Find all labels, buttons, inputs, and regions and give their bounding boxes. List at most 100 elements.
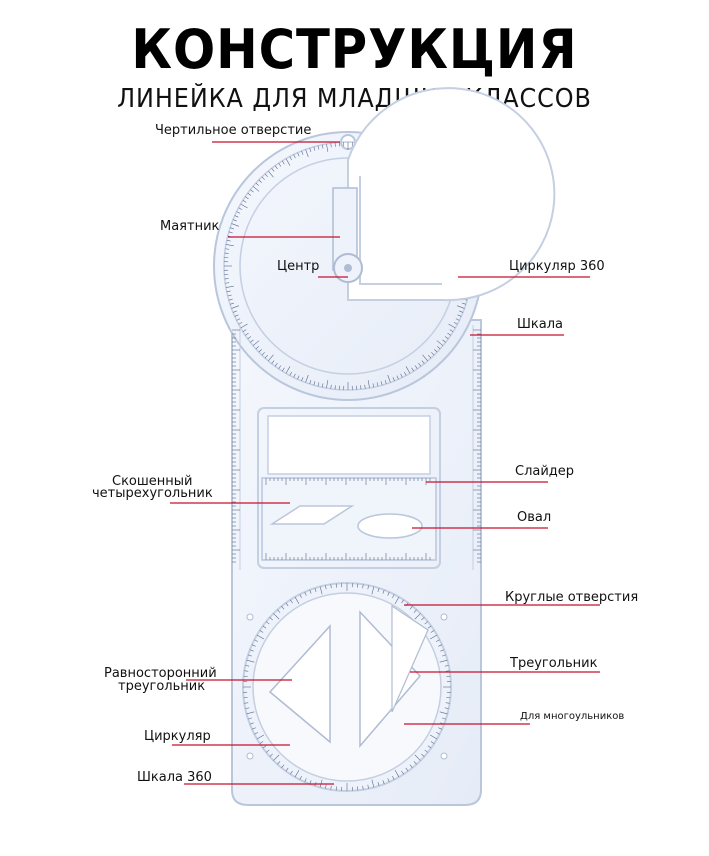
scale-tick: [232, 219, 237, 222]
scale-tick: [247, 192, 252, 196]
round-hole: [440, 613, 448, 621]
scale-tick: [326, 380, 329, 389]
label-drawing-hole: Чертильное отверстие: [155, 123, 312, 138]
scale-tick: [418, 362, 422, 367]
scale-tick: [413, 761, 417, 765]
scale-tick: [414, 613, 421, 620]
scale-tick: [434, 349, 438, 353]
scale-tick: [242, 200, 247, 203]
scale-tick: [456, 305, 465, 309]
label-scale: Шкала: [517, 317, 563, 332]
skewed-quadrilateral: [269, 505, 355, 525]
scale-tick: [436, 340, 444, 346]
scale-tick: [427, 745, 432, 749]
scale-tick: [444, 336, 449, 340]
scale-tick: [293, 373, 296, 378]
round-hole: [246, 613, 254, 621]
scale-tick: [245, 332, 249, 336]
scale-tick: [269, 753, 273, 757]
scale-tick: [289, 371, 292, 376]
slider-frame: [257, 407, 441, 569]
scale-tick: [304, 778, 307, 783]
scale-tick: [244, 670, 249, 672]
scale-tick: [414, 754, 421, 761]
scale-tick: [330, 785, 332, 790]
scale-tick: [330, 384, 332, 389]
scale-tick: [274, 165, 278, 170]
scale-tick: [269, 617, 273, 621]
scale-tick: [414, 365, 418, 369]
scale-tick: [314, 587, 317, 592]
scale-tick: [264, 354, 268, 359]
scale-tick: [325, 585, 327, 590]
scale-tick: [387, 778, 390, 783]
scale-tick: [246, 659, 255, 663]
scale-tick: [249, 722, 254, 725]
scale-tick: [427, 625, 432, 629]
pendulum-window: [347, 87, 556, 302]
scale-tick: [240, 323, 248, 329]
scale-tick: [259, 630, 264, 633]
scale-tick: [459, 310, 464, 313]
scale-tick: [297, 152, 300, 157]
scale-tick: [245, 665, 250, 667]
label-oval: Овал: [517, 510, 552, 525]
scale-tick: [364, 384, 366, 389]
scale-tick: [249, 649, 254, 652]
scale-tick: [367, 784, 369, 789]
scale-tick: [227, 294, 232, 297]
scale-tick: [264, 173, 268, 178]
scale-tick: [282, 160, 285, 165]
scale-tick: [261, 352, 265, 356]
scale-tick: [247, 717, 252, 720]
scale-tick: [457, 314, 462, 317]
scale-tick: [440, 649, 445, 652]
label-equilateral-line1: Равносторонний: [104, 666, 217, 681]
scale-tick: [394, 769, 400, 778]
scale-tick: [421, 617, 425, 621]
right-triangle: [359, 610, 422, 749]
scale-tick: [238, 322, 243, 325]
scale-tick: [362, 584, 364, 589]
scale-tick: [245, 196, 249, 200]
scale-tick: [382, 589, 385, 594]
scale-tick: [251, 644, 256, 647]
scale-tick: [376, 382, 379, 387]
label-slider: Слайдер: [515, 464, 575, 479]
scale-tick: [377, 782, 380, 787]
scale-tick: [252, 186, 260, 192]
scale-tick: [240, 203, 248, 209]
scale-tick: [226, 290, 231, 293]
scale-tick: [281, 605, 285, 610]
scale-tick: [387, 591, 390, 596]
scale-tick: [261, 176, 265, 180]
scale-tick: [236, 211, 241, 214]
scale-tick: [277, 761, 281, 765]
scale-tick: [401, 599, 404, 604]
scale-tick: [225, 285, 234, 288]
scale-tick: [430, 630, 435, 633]
scale-tick: [313, 146, 316, 151]
scale-tick: [265, 749, 270, 753]
scale-tick: [455, 318, 460, 321]
scale-tick: [271, 360, 275, 364]
label-round-holes: Круглые отверстия: [505, 590, 639, 605]
scale-tick: [285, 602, 289, 607]
scale-tick: [293, 154, 296, 159]
scale-tick: [438, 727, 443, 730]
slider-ticks: [265, 478, 431, 560]
scale-tick: [231, 223, 240, 227]
scale-tick: [285, 158, 291, 166]
scale-tick: [251, 727, 256, 730]
equilateral-triangle: [268, 624, 331, 744]
scale-tick: [265, 621, 270, 625]
scale-tick: [278, 365, 282, 369]
scale-tick: [234, 215, 239, 218]
scale-tick: [262, 625, 267, 629]
scale-tick: [428, 354, 432, 359]
label-center: Центр: [277, 259, 320, 274]
scale-tick: [372, 383, 375, 388]
scale-tick: [449, 329, 454, 332]
scale-tick: [411, 367, 414, 372]
scale-tick: [282, 367, 285, 372]
